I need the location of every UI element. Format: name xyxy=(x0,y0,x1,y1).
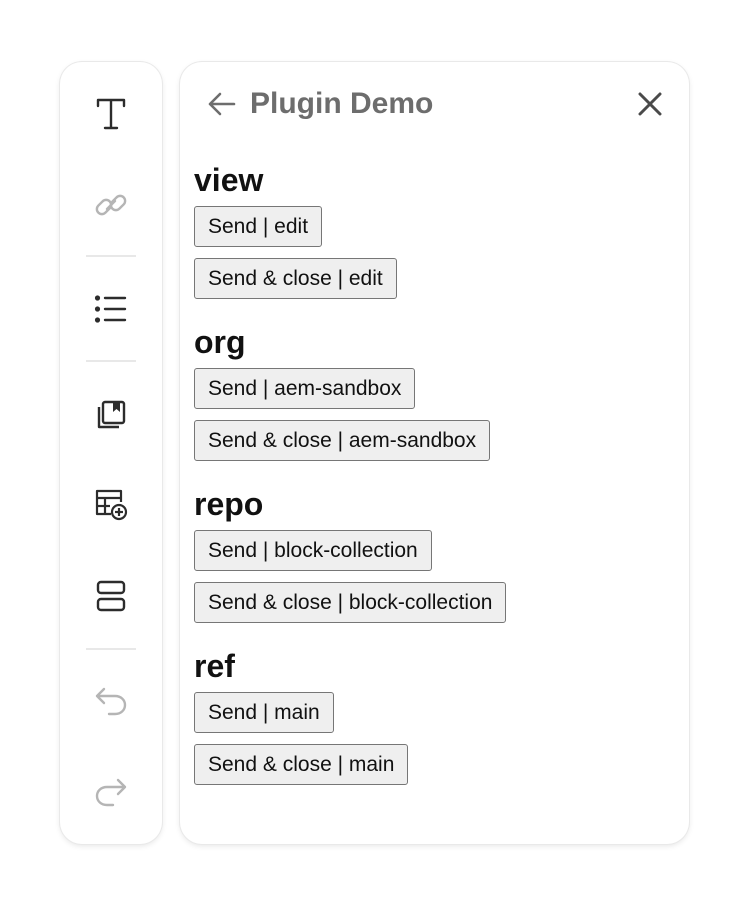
plugin-panel: Plugin Demo view Send | edit Send & clos… xyxy=(180,62,689,844)
section-ref: ref Send | main Send & close | main xyxy=(194,644,674,796)
send-button[interactable]: Send | block-collection xyxy=(194,530,432,571)
section-title: repo xyxy=(194,486,264,522)
back-button[interactable] xyxy=(204,86,240,122)
send-button[interactable]: Send | aem-sandbox xyxy=(194,368,416,409)
undo-button[interactable] xyxy=(86,676,136,726)
undo-icon xyxy=(95,687,127,716)
link-tool[interactable] xyxy=(86,180,136,230)
panel-title: Plugin Demo xyxy=(250,87,434,120)
send-close-button[interactable]: Send & close | edit xyxy=(194,258,397,299)
insert-table-icon xyxy=(95,489,128,521)
close-icon xyxy=(638,92,662,116)
section-break-tool[interactable] xyxy=(86,571,136,621)
panel-content: view Send | edit Send & close | edit org… xyxy=(194,158,674,796)
section-repo: repo Send | block-collection Send & clos… xyxy=(194,482,674,634)
close-button[interactable] xyxy=(632,86,668,122)
section-title: org xyxy=(194,324,246,360)
section-view: view Send | edit Send & close | edit xyxy=(194,158,674,310)
text-icon xyxy=(96,98,126,130)
section-title: view xyxy=(194,162,264,198)
send-button[interactable]: Send | main xyxy=(194,692,334,733)
table-tool[interactable] xyxy=(86,480,136,530)
link-icon xyxy=(95,194,127,216)
text-tool[interactable] xyxy=(86,89,136,139)
send-close-button[interactable]: Send & close | block-collection xyxy=(194,582,507,623)
send-button[interactable]: Send | edit xyxy=(194,206,323,247)
send-close-button[interactable]: Send & close | aem-sandbox xyxy=(194,420,491,461)
library-icon xyxy=(97,400,126,429)
bulleted-list-icon xyxy=(94,295,127,323)
back-arrow-icon xyxy=(208,92,236,116)
section-break-icon xyxy=(96,580,126,612)
toolbar-divider xyxy=(86,648,136,650)
section-org: org Send | aem-sandbox Send & close | ae… xyxy=(194,320,674,472)
panel-header: Plugin Demo xyxy=(180,62,689,146)
redo-button[interactable] xyxy=(86,767,136,817)
send-close-button[interactable]: Send & close | main xyxy=(194,744,409,785)
toolbar-divider xyxy=(86,360,136,362)
toolbar-divider xyxy=(86,255,136,257)
editor-toolbar xyxy=(60,62,162,844)
library-tool[interactable] xyxy=(86,390,136,440)
list-tool[interactable] xyxy=(86,284,136,334)
section-title: ref xyxy=(194,648,235,684)
redo-icon xyxy=(95,778,127,807)
